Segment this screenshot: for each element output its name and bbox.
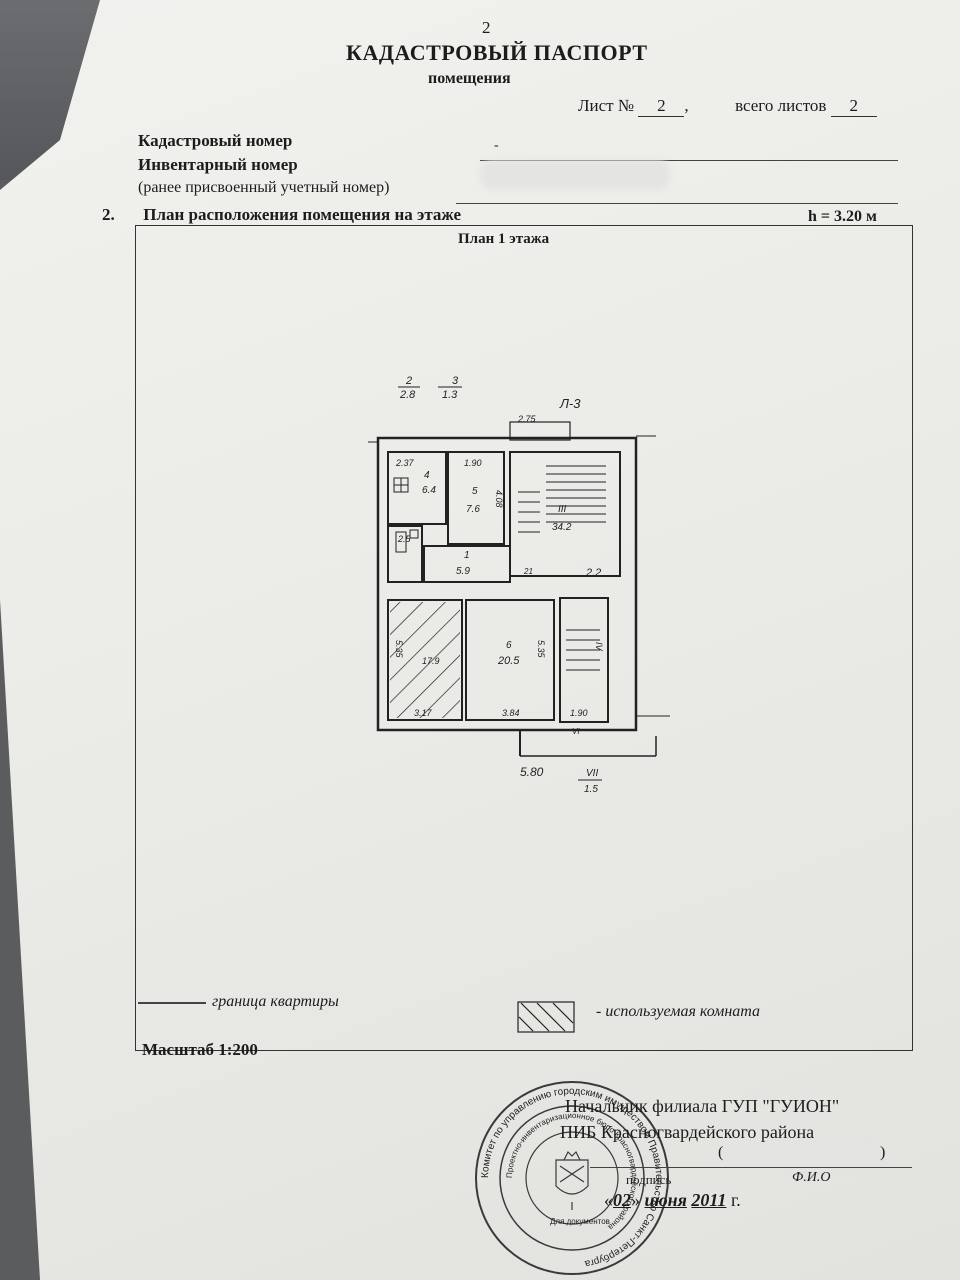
ceiling-height: h = 3.20 м — [808, 208, 877, 225]
label-21: 21 — [523, 567, 533, 576]
sheet-label: Лист № — [578, 96, 635, 115]
sheet-separator: , — [684, 96, 689, 115]
sheet-info: Лист № 2, всего листов 2 — [578, 96, 877, 117]
legend-boundary-text: граница квартиры — [212, 993, 339, 1010]
legend-boundary-line — [138, 1002, 206, 1004]
room-iii-area: 34.2 — [552, 522, 572, 533]
paren-left: ( — [718, 1144, 724, 1161]
room-iv-dim: 1.90 — [570, 708, 588, 718]
signature-line — [590, 1167, 912, 1168]
room-5-id: 5 — [472, 486, 478, 497]
date-year: 2011 — [691, 1190, 727, 1210]
previous-number-label: (ранее присвоенный учетный номер) — [138, 179, 390, 196]
coat-of-arms-emblem — [555, 1150, 589, 1210]
room-4-dim: 2.37 — [395, 458, 415, 468]
room-4-id: 4 — [424, 470, 430, 481]
room-iv-id: IV — [594, 642, 604, 652]
room-5-area: 7.6 — [466, 504, 480, 515]
legend-hatch-swatch — [517, 1001, 575, 1033]
room-5-dim: 1.90 — [464, 458, 482, 468]
room-6-area: 20.5 — [497, 655, 520, 667]
room-5-dim2: 4.08 — [494, 490, 504, 508]
date-suffix: г. — [730, 1190, 741, 1210]
top-dim-2-den: 1.3 — [442, 389, 458, 401]
room-7-dim: 3.17 — [414, 708, 433, 718]
fixtures — [393, 477, 419, 553]
room-6-dim: 3.84 — [502, 708, 520, 718]
signatory-title-line2: ПИБ Красногвардейского района — [560, 1122, 815, 1142]
label-2-5: 2.5 — [397, 534, 412, 544]
building-walls — [368, 421, 670, 757]
total-sheets-value: 2 — [830, 96, 877, 117]
room-6-id: 6 — [506, 640, 512, 651]
date-quote-open: « — [604, 1190, 613, 1210]
top-dim-1-den: 2.8 — [399, 389, 416, 401]
signatory-title-line1: Начальник филиала ГУП "ГУИОН" — [565, 1096, 840, 1116]
date-quote-close: » — [631, 1190, 640, 1210]
document-subtitle: помещения — [428, 70, 511, 87]
bottom-dimension: 5.80 — [520, 765, 544, 779]
label-2-2: 2.2 — [585, 567, 601, 579]
scale-label: Масштаб 1:200 — [142, 1040, 258, 1059]
stamp-center-text: Для документов — [550, 1217, 610, 1226]
date-month: июня — [644, 1190, 687, 1210]
top-dim-2-num: 3 — [452, 375, 459, 387]
room-iii-id: III — [558, 504, 567, 515]
redacted-name — [728, 1146, 880, 1168]
section-heading: 2. План расположения помещения на этаже — [102, 205, 461, 225]
issue-date: «02» июня 2011 г. — [604, 1190, 741, 1211]
hatched-used-room — [390, 602, 460, 718]
room-vii-area: 1.5 — [584, 784, 598, 795]
fio-caption: Ф.И.О — [792, 1170, 831, 1185]
section-number: 2. — [102, 205, 115, 224]
official-stamp: Комитет по управлению городским имуществ… — [475, 1081, 669, 1275]
document-title: КАДАСТРОВЫЙ ПАСПОРТ — [346, 40, 648, 65]
inventory-number-label: Инвентарный номер — [138, 155, 298, 174]
paren-right: ) — [880, 1144, 886, 1161]
legend-used-room-text: - используемая комната — [596, 1003, 761, 1020]
sheet-value: 2 — [638, 96, 685, 117]
page-number: 2 — [482, 18, 491, 37]
total-sheets-label: всего листов — [735, 96, 827, 115]
label-2-75: 2.75 — [517, 414, 537, 424]
staircase-label: Л-3 — [559, 396, 581, 411]
date-day: 02 — [613, 1190, 631, 1210]
cadastral-line — [480, 160, 898, 161]
room-6-dim2: 5.35 — [536, 640, 546, 659]
cadastral-number-value: - — [494, 138, 499, 153]
section-title: План расположения помещения на этаже — [143, 205, 462, 224]
plan-frame — [135, 225, 913, 1051]
label-vi: VI — [572, 727, 580, 736]
room-1-id: 1 — [464, 550, 470, 561]
room-7-area: 17.9 — [422, 656, 440, 666]
stairs — [518, 465, 606, 671]
room-7-dim2: 5.35 — [394, 640, 404, 659]
plan-title: План 1 этажа — [458, 231, 550, 247]
signature-caption: подпись — [626, 1172, 672, 1187]
room-vii-id: VII — [586, 768, 598, 779]
redacted-inventory-number — [480, 160, 670, 190]
top-dim-1-num: 2 — [405, 375, 412, 387]
top-dimension-labels: 2 2.8 3 1.3 — [398, 375, 462, 401]
cadastral-number-label: Кадастровый номер — [138, 131, 293, 150]
room-1-area: 5.9 — [456, 566, 470, 577]
inventory-line — [456, 203, 898, 204]
floor-plan: 2 2.8 3 1.3 Л-3 2.75 — [368, 375, 670, 795]
room-4-area: 6.4 — [422, 485, 436, 496]
